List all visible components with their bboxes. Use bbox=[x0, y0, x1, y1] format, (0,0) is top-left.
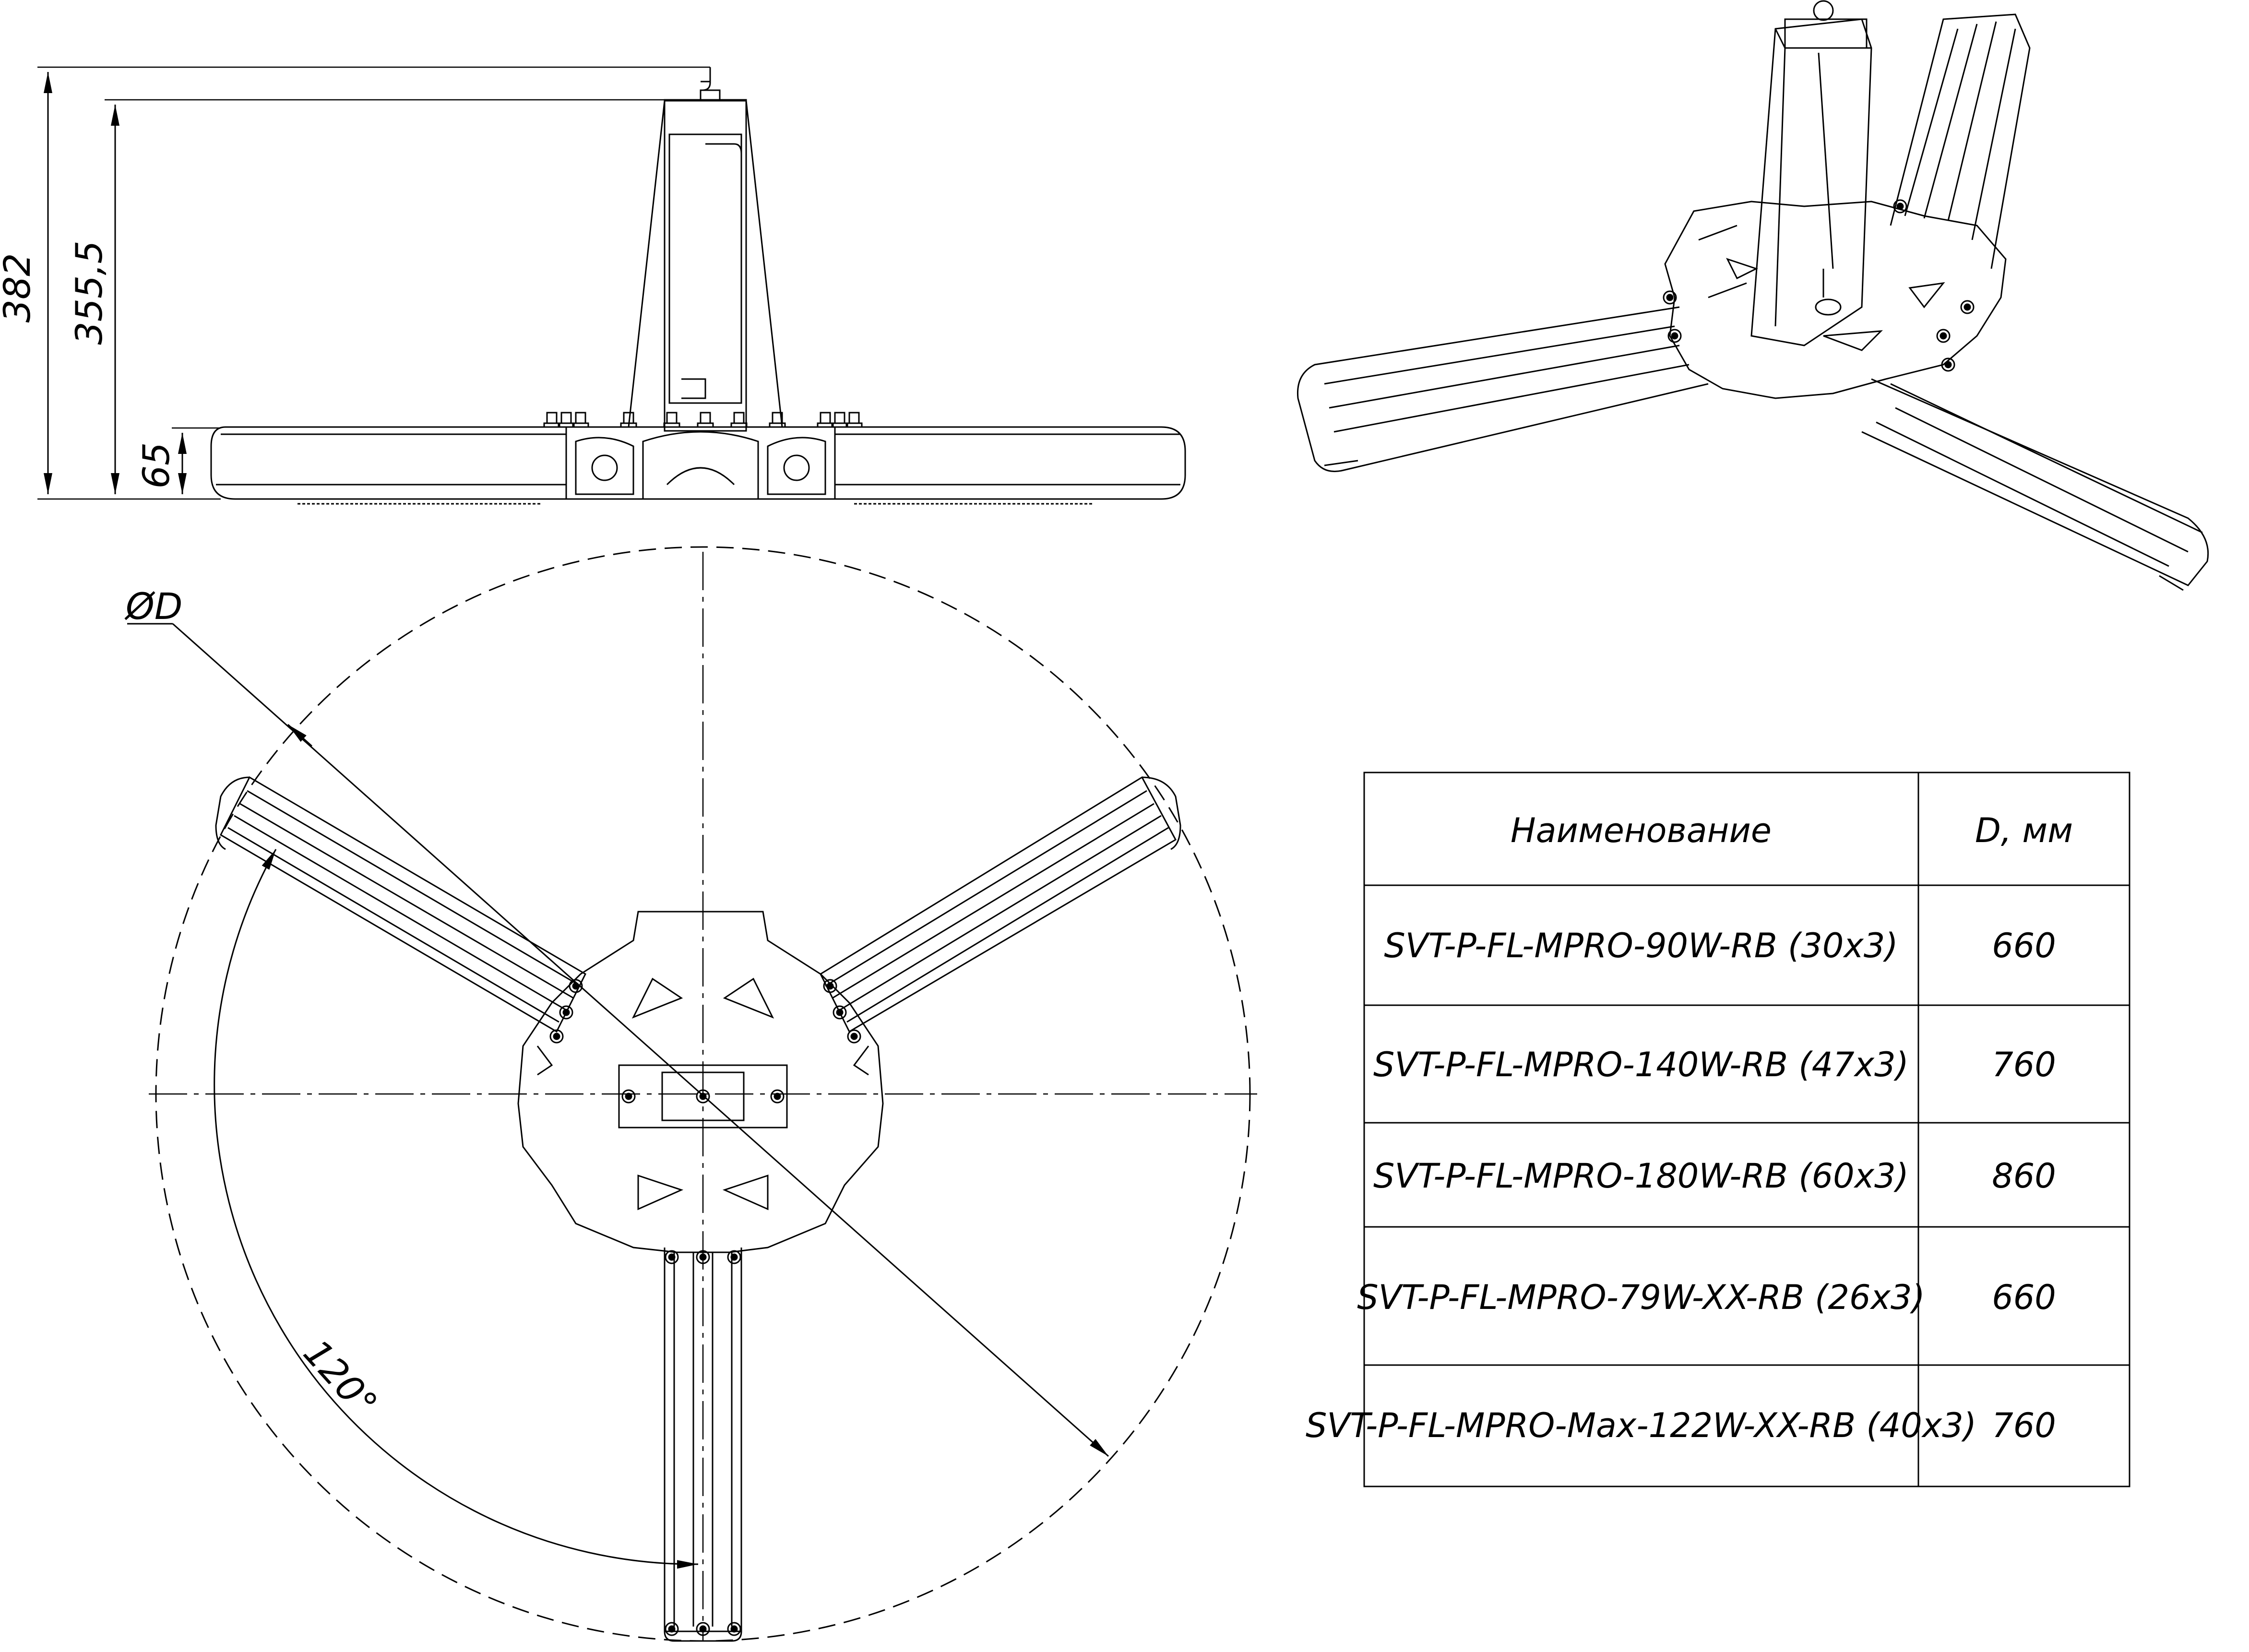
table-row-1-name: SVT-P-FL-MPRO-90W-RB (30x3) bbox=[1384, 926, 1898, 965]
table-row-1-d: 660 bbox=[1992, 926, 2056, 965]
dimension-panel-height: 65 bbox=[135, 442, 178, 489]
table-header-name: Наименование bbox=[1511, 811, 1772, 850]
arm-upper-left bbox=[215, 776, 586, 1044]
side-view bbox=[37, 66, 1186, 505]
isometric-view bbox=[1297, 0, 2209, 591]
table-row-4-name: SVT-P-FL-MPRO-79W-XX-RB (26x3) bbox=[1357, 1278, 1925, 1317]
table-row-2-d: 760 bbox=[1992, 1045, 2056, 1084]
table-row-3-name: SVT-P-FL-MPRO-180W-RB (60x3) bbox=[1373, 1156, 1909, 1196]
table-row-4-d: 660 bbox=[1992, 1278, 2056, 1317]
table-row-2-name: SVT-P-FL-MPRO-140W-RB (47x3) bbox=[1373, 1045, 1909, 1084]
table-header-diameter: D, мм bbox=[1975, 811, 2073, 850]
plan-view bbox=[127, 546, 1257, 1642]
table-row-3-d: 860 bbox=[1992, 1156, 2056, 1196]
arm-upper-right bbox=[820, 776, 1181, 1044]
table-row-5-d: 760 bbox=[1992, 1406, 2056, 1445]
dimension-total-height: 382 bbox=[0, 253, 38, 322]
dimension-angle: 120° bbox=[295, 1331, 386, 1425]
dimension-body-height: 355,5 bbox=[68, 240, 110, 345]
dimension-diameter: ØD bbox=[124, 585, 182, 628]
table-row-5-name: SVT-P-FL-MPRO-Max-122W-XX-RB (40x3) bbox=[1306, 1406, 1976, 1445]
spec-table: Наименование D, мм SVT-P-FL-MPRO-90W-RB … bbox=[1306, 772, 2130, 1487]
